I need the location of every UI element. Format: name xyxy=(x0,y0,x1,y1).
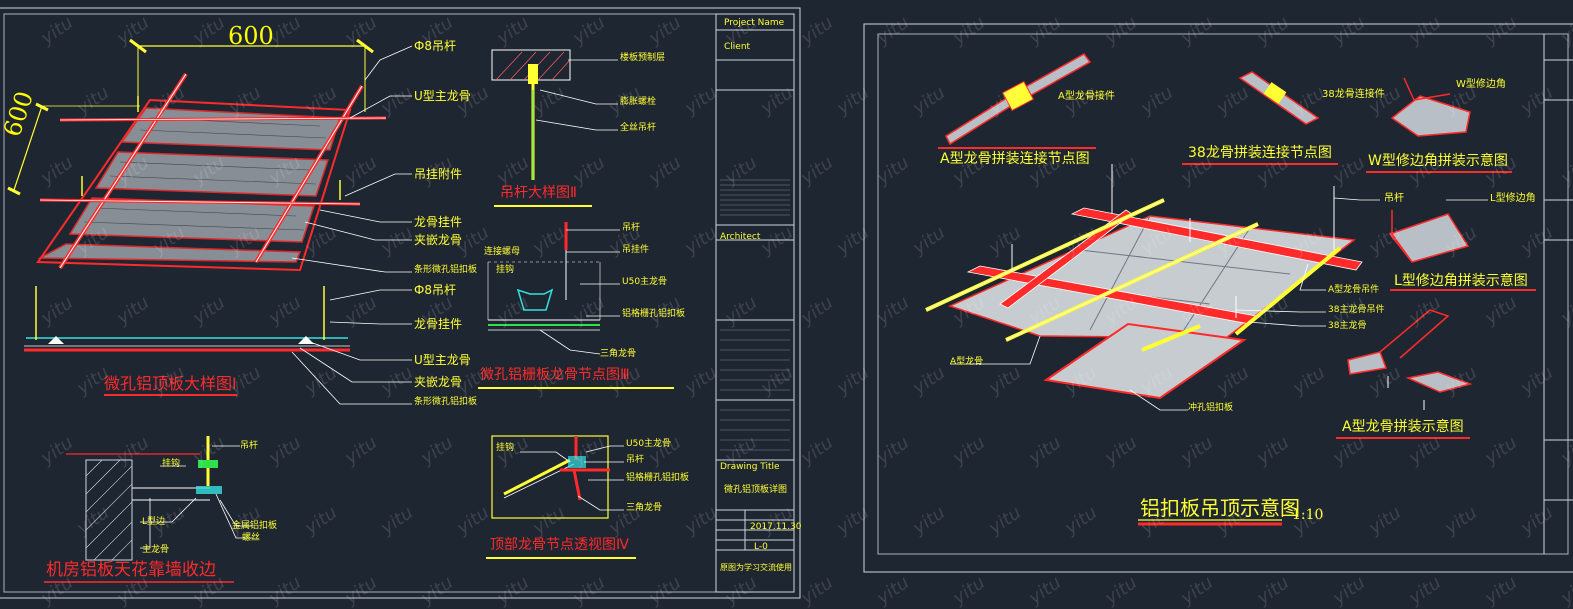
title-wall-edge: 机房铝板天花靠墙收边 xyxy=(46,560,216,580)
label-clip: 挂钩 xyxy=(496,265,515,275)
title-detail-3: 微孔铝栅板龙骨节点图Ⅲ xyxy=(480,367,630,383)
label-keel-hanger: 龙骨挂件 xyxy=(414,215,463,229)
tb-title-text: 微孔铝顶板详图 xyxy=(724,485,788,495)
label-hang-rod: 吊杆 xyxy=(622,223,641,233)
left-sheet-frame xyxy=(0,7,801,599)
label-triangle-keel: 三角龙骨 xyxy=(600,349,637,359)
title-scale: 1:10 xyxy=(1292,507,1324,523)
title-detail-4: 顶部龙骨节点透视图Ⅳ xyxy=(490,537,629,553)
label-a-keel-conn: A型龙骨接件 xyxy=(1058,91,1115,102)
detail-4-drawing xyxy=(486,435,636,559)
detail-1-drawing xyxy=(7,38,413,273)
label-keel38-conn: 38龙骨连接件 xyxy=(1322,89,1385,100)
tb-sheet-no: L-0 xyxy=(754,542,768,552)
main-ceiling-drawing xyxy=(925,164,1488,526)
label-a-keel: A型龙骨 xyxy=(950,357,984,367)
wall-edge-drawing xyxy=(44,436,252,583)
label-grille-panel-2: 铝格栅孔铝扣板 xyxy=(626,473,690,483)
label-a-keel-hang: A型龙骨吊件 xyxy=(1328,285,1380,295)
w-trim-drawing xyxy=(1366,77,1512,173)
tb-remark: 原图为学习交流使用 xyxy=(720,563,792,572)
tb-drawing-title: Drawing Title xyxy=(720,462,780,472)
label-keel38-hang: 38主龙骨吊件 xyxy=(1328,305,1385,315)
label-wall-keel: 主龙骨 xyxy=(142,545,170,555)
label-floor-slab: 楼板预制层 xyxy=(620,53,666,63)
title-main: 铝扣板吊顶示意图 xyxy=(1140,496,1300,520)
label-hang-piece: 吊挂件 xyxy=(622,245,650,255)
title-detail-2: 吊杆大样图Ⅱ xyxy=(500,185,577,201)
title-a-keel-view: A型龙骨拼装示意图 xyxy=(1342,419,1464,435)
label-hang-rod-2: 吊杆 xyxy=(626,455,645,465)
label-triangle-keel-2: 三角龙骨 xyxy=(626,503,663,513)
label-wall-panel: 金属铝扣板 xyxy=(232,521,278,531)
tb-date: 2017.11.30 xyxy=(750,522,802,532)
title-l-trim-view: L型修边角拼装示意图 xyxy=(1394,273,1528,289)
detail-3-drawing xyxy=(478,222,674,389)
tb-architect: Architect xyxy=(720,232,761,242)
label-clip-keel: 夹嵌龙骨 xyxy=(414,233,463,247)
detail-1-section xyxy=(24,286,412,405)
title-w-trim-view: W型修边角拼装示意图 xyxy=(1368,153,1508,169)
dim-600-width: 600 xyxy=(228,22,274,50)
label-w-trim: W型修边角 xyxy=(1456,79,1506,90)
label-keel-hanger-2: 龙骨挂件 xyxy=(414,317,463,331)
label-hanger: 吊挂附件 xyxy=(414,167,463,181)
label-l-trim: L型边 xyxy=(142,517,166,527)
label-wall-hanger: 吊杆 xyxy=(240,441,259,451)
tb-client: Client xyxy=(724,42,751,52)
label-clip-2: 挂钩 xyxy=(496,443,515,453)
label-wall-screw: 螺丝 xyxy=(242,533,261,543)
title-block-rows xyxy=(720,179,790,451)
label-u-main-keel-2: U型主龙骨 xyxy=(414,353,471,367)
detail-2-drawing xyxy=(491,49,618,207)
label-full-thread-rod: 全丝吊杆 xyxy=(620,123,657,133)
a-keel-assembly-drawing xyxy=(1336,309,1473,439)
label-perforated-panel-2: 条形微孔铝扣板 xyxy=(414,397,478,407)
label-suspender-rod: Ф8吊杆 xyxy=(414,39,456,53)
label-keel38: 38主龙骨 xyxy=(1328,321,1367,331)
label-clip-keel-2: 夹嵌龙骨 xyxy=(414,375,463,389)
label-u-main-keel: U型主龙骨 xyxy=(414,89,471,103)
keel38-joint-drawing xyxy=(1182,71,1338,165)
label-u50-keel-2: U50主龙骨 xyxy=(626,439,672,449)
label-connector: 连接螺母 xyxy=(484,247,521,257)
label-grille-panel: 铝格栅孔铝扣板 xyxy=(622,309,686,319)
right-sheet-frame xyxy=(863,23,1573,573)
label-expansion-bolt: 膨胀螺栓 xyxy=(620,97,657,107)
label-wall-clip: 挂钩 xyxy=(162,459,181,469)
title-detail-1: 微孔铝顶板大样图Ⅰ xyxy=(104,376,237,396)
l-trim-drawing xyxy=(1388,210,1536,291)
a-keel-joint-drawing xyxy=(938,53,1096,149)
label-suspender-rod-2: Ф8吊杆 xyxy=(414,283,456,297)
tb-project: Project Name xyxy=(724,18,785,28)
label-perforated-panel: 条形微孔铝扣板 xyxy=(414,265,478,275)
label-hang-rod-right: 吊杆 xyxy=(1384,193,1404,204)
label-punch-panel: 冲孔铝扣板 xyxy=(1188,403,1234,413)
title-a-keel-joint: A型龙骨拼装连接节点图 xyxy=(940,151,1090,167)
label-l-trim-small: L型修边角 xyxy=(1490,193,1536,204)
label-u50-keel: U50主龙骨 xyxy=(622,277,668,287)
title-keel38-joint: 38龙骨拼装连接节点图 xyxy=(1188,145,1332,161)
